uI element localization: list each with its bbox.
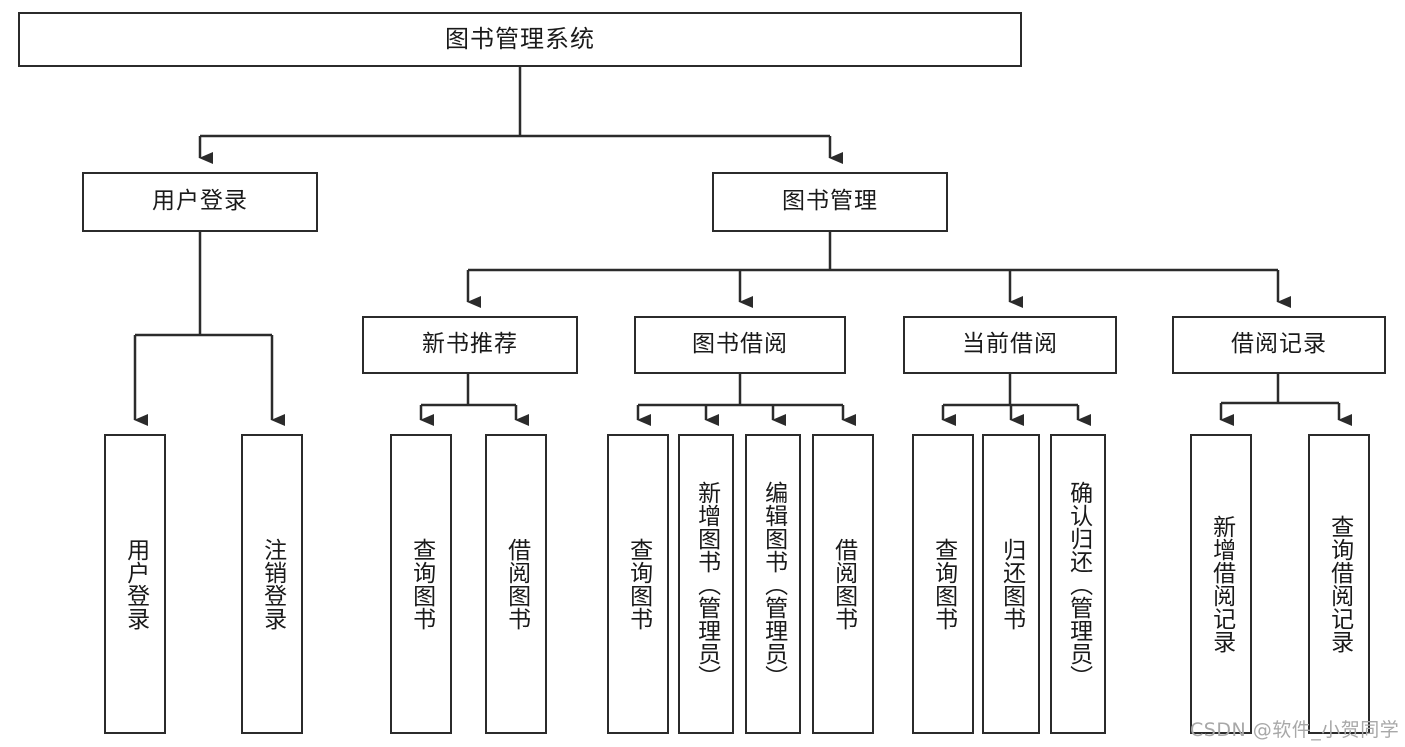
node-book-manage-label: 图书管理 — [782, 188, 878, 215]
node-leaf-add-book[interactable]: 新增图书（管理员） — [678, 434, 734, 734]
node-leaf-borrow-book-1-label: 借阅图书 — [503, 538, 530, 630]
edges-book-manage — [466, 232, 1291, 308]
node-leaf-borrow-book-2-label: 借阅图书 — [830, 538, 857, 630]
node-user-login-label: 用户登录 — [152, 188, 248, 215]
edges-root — [198, 67, 843, 164]
node-leaf-query-record-label: 查询借阅记录 — [1326, 515, 1353, 653]
node-leaf-confirm-return-label: 确认归还（管理员） — [1065, 480, 1092, 688]
node-leaf-query-book-3[interactable]: 查询图书 — [912, 434, 974, 734]
edges-new-book-recommend — [419, 374, 529, 426]
node-leaf-confirm-return[interactable]: 确认归还（管理员） — [1050, 434, 1106, 734]
node-book-borrow-label: 图书借阅 — [692, 331, 788, 358]
node-leaf-query-book-2[interactable]: 查询图书 — [607, 434, 669, 734]
node-leaf-return-book[interactable]: 归还图书 — [982, 434, 1040, 734]
node-book-manage[interactable]: 图书管理 — [712, 172, 948, 232]
node-new-book-recommend[interactable]: 新书推荐 — [362, 316, 578, 374]
node-leaf-add-book-label: 新增图书（管理员） — [693, 480, 720, 688]
node-borrow-record-label: 借阅记录 — [1231, 331, 1327, 358]
node-user-login[interactable]: 用户登录 — [82, 172, 318, 232]
node-current-borrow-label: 当前借阅 — [962, 331, 1058, 358]
node-borrow-record[interactable]: 借阅记录 — [1172, 316, 1386, 374]
edges-book-borrow — [636, 374, 856, 426]
edges-current-borrow — [941, 374, 1091, 426]
node-leaf-query-book-1-label: 查询图书 — [408, 538, 435, 630]
node-book-borrow[interactable]: 图书借阅 — [634, 316, 846, 374]
edges-user-login — [133, 232, 285, 426]
node-leaf-return-book-label: 归还图书 — [998, 538, 1025, 630]
node-leaf-logout[interactable]: 注销登录 — [241, 434, 303, 734]
node-current-borrow[interactable]: 当前借阅 — [903, 316, 1117, 374]
node-leaf-query-book-1[interactable]: 查询图书 — [390, 434, 452, 734]
node-root-label: 图书管理系统 — [445, 25, 595, 54]
edges-borrow-record — [1219, 374, 1352, 426]
node-leaf-add-record-label: 新增借阅记录 — [1208, 515, 1235, 653]
node-leaf-logout-label: 注销登录 — [259, 538, 286, 630]
node-new-book-recommend-label: 新书推荐 — [422, 331, 518, 358]
node-leaf-user-login-label: 用户登录 — [122, 538, 149, 630]
node-leaf-edit-book[interactable]: 编辑图书（管理员） — [745, 434, 801, 734]
node-leaf-borrow-book-1[interactable]: 借阅图书 — [485, 434, 547, 734]
node-leaf-query-book-2-label: 查询图书 — [625, 538, 652, 630]
node-leaf-user-login[interactable]: 用户登录 — [104, 434, 166, 734]
node-leaf-query-record[interactable]: 查询借阅记录 — [1308, 434, 1370, 734]
node-leaf-edit-book-label: 编辑图书（管理员） — [760, 480, 787, 688]
node-root[interactable]: 图书管理系统 — [18, 12, 1022, 67]
node-leaf-borrow-book-2[interactable]: 借阅图书 — [812, 434, 874, 734]
node-leaf-add-record[interactable]: 新增借阅记录 — [1190, 434, 1252, 734]
node-leaf-query-book-3-label: 查询图书 — [930, 538, 957, 630]
watermark-text: CSDN @软件_小贺同学 — [1190, 719, 1400, 741]
